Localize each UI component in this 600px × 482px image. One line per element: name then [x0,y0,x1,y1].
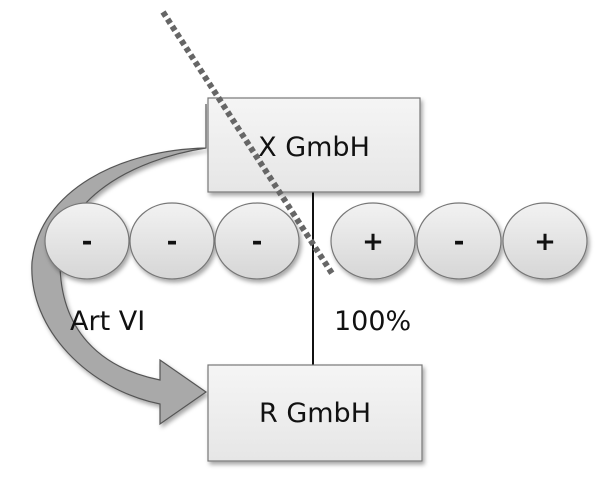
sign-circle: - [129,202,215,280]
subsidiary-entity-box: R GmbH [207,364,423,462]
circle-sign-label: + [534,227,556,257]
parent-entity-box: X GmbH [207,97,421,193]
parent-entity-label: X GmbH [258,132,370,163]
subsidiary-entity-label: R GmbH [259,398,371,429]
circle-sign-label: - [454,227,465,257]
circle-shape [502,202,588,280]
transfer-arrow-label: Art VI [70,306,145,337]
sign-circle: + [330,202,416,280]
circle-sign-label: + [362,227,384,257]
circle-shape [416,202,502,280]
sign-circle: - [44,202,130,280]
sign-circle: - [416,202,502,280]
circle-shape [44,202,130,280]
circle-sign-label: - [82,227,93,257]
circle-shape [330,202,416,280]
circle-shape [214,202,300,280]
circle-sign-label: - [167,227,178,257]
circle-sign-label: - [252,227,263,257]
dotted-cut-line [160,10,336,277]
circles-row: - - - + - + [44,202,588,280]
sign-circle: + [502,202,588,280]
ownership-label: 100% [334,306,411,337]
sign-circle: - [214,202,300,280]
circle-shape [129,202,215,280]
